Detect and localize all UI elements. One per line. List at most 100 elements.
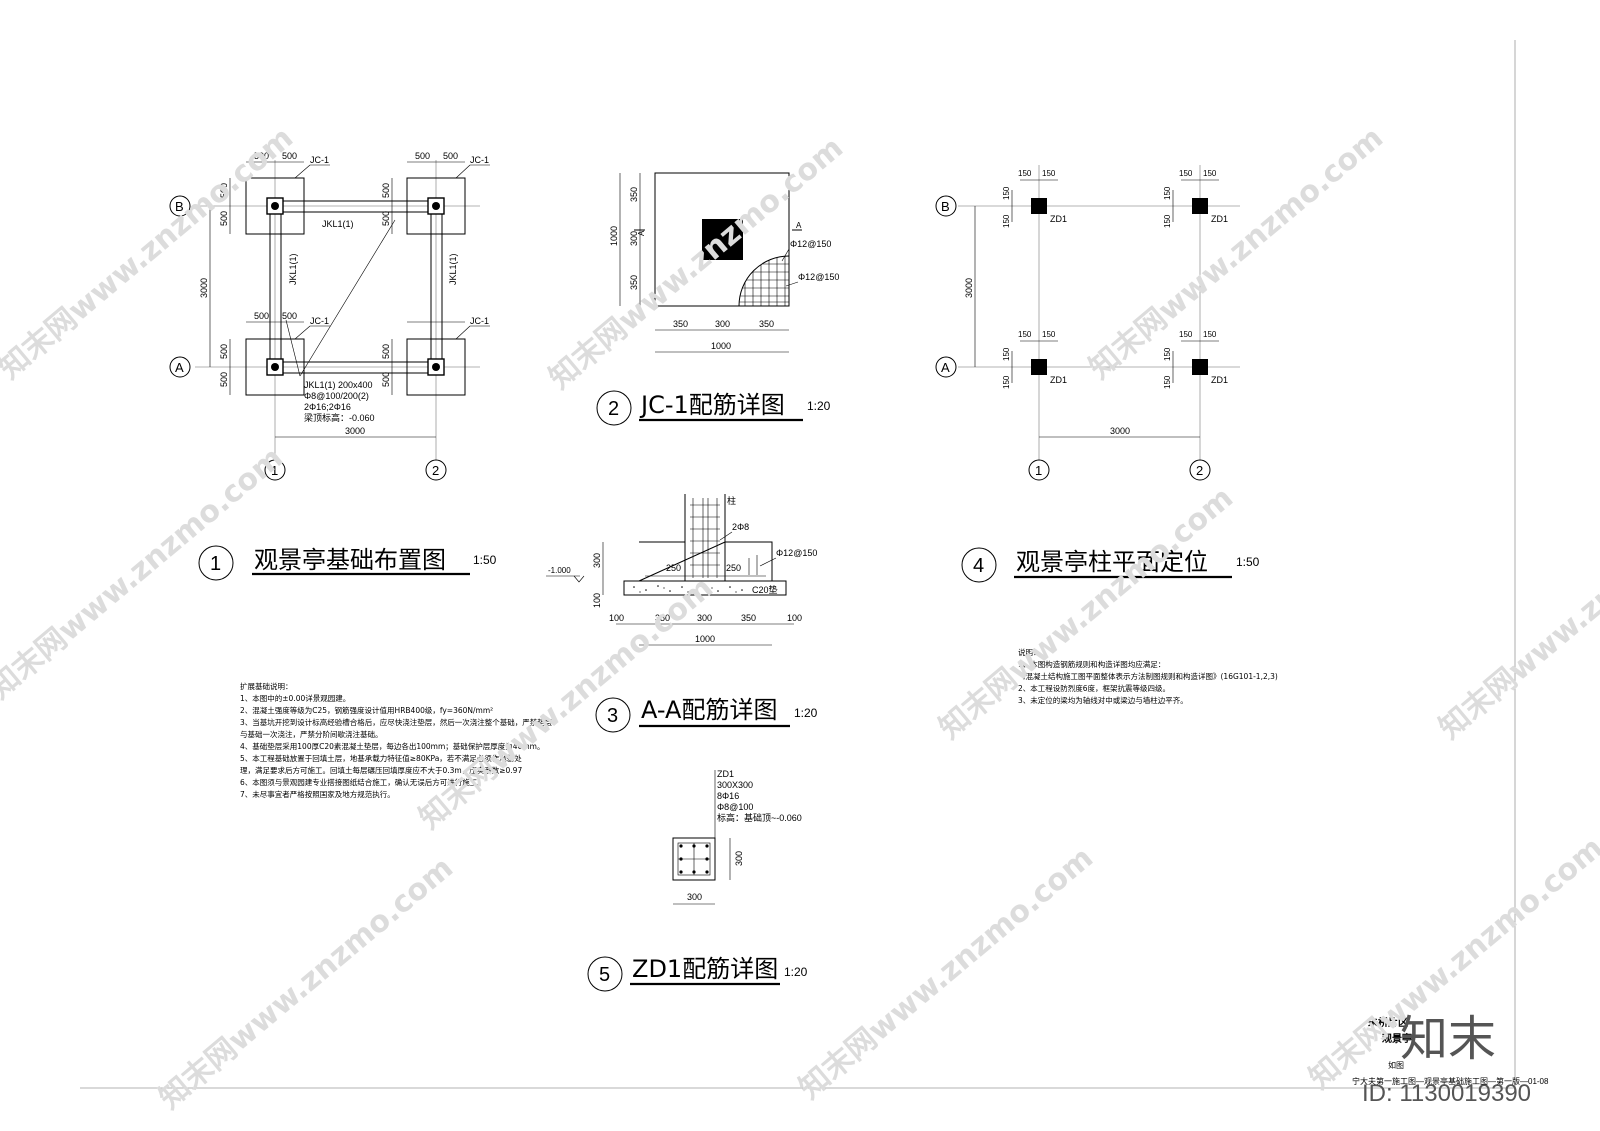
watermark-1: 知末网www.znzmo.com xyxy=(0,120,300,386)
title-3-scale: 1:20 xyxy=(794,706,818,720)
zd1-dim-v: 300 xyxy=(734,851,744,866)
title-2-num: 2 xyxy=(608,398,619,420)
aa-concrete: C20垫 xyxy=(752,584,778,595)
cp-dim-4: 150 xyxy=(1203,169,1217,178)
beam-1 xyxy=(269,205,282,368)
notes-foundation: 扩展基础说明： 1、本图中的±0.00详景观园建。 2、混凝土强度等级为C25，… xyxy=(240,681,553,799)
title-5-scale: 1:20 xyxy=(784,965,808,979)
cp-dim-s4: 150 xyxy=(1163,214,1172,228)
aa-rebar-label: Φ12@150 xyxy=(776,548,817,558)
jc1-dim-h1: 350 xyxy=(673,319,688,329)
title-1-circle xyxy=(198,545,234,581)
zd1-spec-4: Φ8@100 xyxy=(717,802,753,812)
title-4-circle xyxy=(961,547,997,583)
jc1-detail: Φ12@150 Φ12@150 A A 350 300 350 1000 350… xyxy=(596,172,839,426)
label-zd1-a1: ZD1 xyxy=(1050,375,1067,385)
beam-spec-4: 梁顶标高：-0.060 xyxy=(304,412,375,423)
axis-1-cp: 1 xyxy=(1035,463,1042,478)
title-1: 观景亭基础布置图 xyxy=(254,546,446,574)
aa-dim-h3: 300 xyxy=(697,613,712,623)
axis-b-fp: B xyxy=(175,199,184,214)
note-c-3: 2、本工程设防烈度6度，框架抗震等级四级。 xyxy=(1018,683,1170,693)
zd1-spec-1: ZD1 xyxy=(717,769,734,779)
cp-dim-7: 150 xyxy=(1179,330,1193,339)
beam-spec-1: JKL1(1) 200x400 xyxy=(304,380,373,390)
jc1-dim-v1: 350 xyxy=(629,187,639,202)
jc1-sec-mark-r: A xyxy=(796,221,802,230)
title-5-circle xyxy=(587,956,623,992)
label-beam-right: JKL1(1) xyxy=(448,253,458,285)
note-c-4: 3、未定位的梁均为轴线对中或梁边与墙柱边平齐。 xyxy=(1018,695,1188,705)
foundation-plan: 500 500 500 500 500 500 500 500 500 500 … xyxy=(169,151,497,581)
label-zd1-b1: ZD1 xyxy=(1050,214,1067,224)
title-3: A-A配筋详图 xyxy=(641,696,777,724)
aa-offset-1: 250 xyxy=(666,563,681,573)
title-4: 观景亭柱平面定位 xyxy=(1016,548,1208,576)
aa-offset-2: 250 xyxy=(726,563,741,573)
dim-fp-span-h: 3000 xyxy=(345,426,365,436)
brand-logo: 知末 xyxy=(1400,1011,1496,1067)
title-4-scale: 1:50 xyxy=(1236,555,1260,569)
title-block-project: 朱桥片区 xyxy=(1368,1016,1408,1029)
dim-fp-s1: 500 xyxy=(219,183,229,198)
beam-b xyxy=(274,200,437,213)
column-b1 xyxy=(1031,198,1047,214)
dim-fp-s3: 500 xyxy=(219,344,229,359)
dim-fp-s2: 500 xyxy=(219,211,229,226)
zd1-dim-h: 300 xyxy=(687,892,702,902)
axis-a-fp: A xyxy=(175,360,184,375)
axis-1-fp: 1 xyxy=(271,463,278,478)
note-f-6: 5、本工程基础放置于回填土层，地基承载力特征值≥80KPa，若不满足必须作地基处 xyxy=(240,753,522,763)
column-a1 xyxy=(1031,359,1047,375)
aa-col-label: 柱 xyxy=(727,495,736,506)
note-c-0: 说明： xyxy=(1018,647,1041,657)
jc1-sec-mark-l: A xyxy=(637,230,646,236)
note-f-9: 7、未尽事宜者严格按照国家及地方规范执行。 xyxy=(240,789,395,799)
title-2-circle xyxy=(596,390,632,426)
title-3-circle xyxy=(595,697,631,733)
dim-fp-s7: 500 xyxy=(381,344,391,359)
watermark-8: 知末网www.znzmo.com xyxy=(793,840,1100,1106)
axis-b-cp: B xyxy=(941,199,950,214)
dim-fp-s5: 500 xyxy=(381,183,391,198)
column-b2 xyxy=(1192,198,1208,214)
jc1-rebar-1: Φ12@150 xyxy=(790,239,831,249)
cp-dim-s5: 150 xyxy=(1002,347,1011,361)
label-zd1-b2: ZD1 xyxy=(1211,214,1228,224)
cp-dim-s8: 150 xyxy=(1163,375,1172,389)
cp-dim-s1: 150 xyxy=(1002,186,1011,200)
watermark-3: 知末网www.znzmo.com xyxy=(1083,120,1390,386)
note-f-8: 6、本图须与景观园建专业搭接图纸结合施工，确认无误后方可进行施工。 xyxy=(240,777,485,787)
aa-bedding-hatch xyxy=(633,585,743,593)
dim-fp-t5: 500 xyxy=(254,311,269,321)
note-f-2: 2、混凝土强度等级为C25，钢筋强度设计值用HRB400级，fy=360N/mm… xyxy=(240,705,493,715)
aa-dim-total: 1000 xyxy=(695,634,715,644)
note-f-0: 扩展基础说明： xyxy=(240,681,293,691)
watermark-6: 知末网www.znzmo.com xyxy=(933,480,1240,746)
watermark-10: 知末网www.znzmo.com xyxy=(1433,480,1600,746)
jc1-dim-v3: 350 xyxy=(629,275,639,290)
jc1-dim-h2: 300 xyxy=(715,319,730,329)
title-5: ZD1配筋详图 xyxy=(632,955,778,983)
label-beam-left: JKL1(1) xyxy=(288,253,298,285)
zd1-spec-2: 300X300 xyxy=(717,780,753,790)
dim-fp-t4: 500 xyxy=(443,151,458,161)
title-4-num: 4 xyxy=(973,555,984,577)
label-zd1-a2: ZD1 xyxy=(1211,375,1228,385)
cp-dim-s2: 150 xyxy=(1002,214,1011,228)
watermark-4: 知末网www.znzmo.com xyxy=(0,440,290,706)
beam-spec-2: Φ8@100/200(2) xyxy=(304,391,369,401)
label-beam-top: JKL1(1) xyxy=(322,219,354,229)
jc1-dim-h3: 350 xyxy=(759,319,774,329)
cp-dim-5: 150 xyxy=(1018,330,1032,339)
title-3-num: 3 xyxy=(607,705,618,727)
beam-spec-3: 2Φ16;2Φ16 xyxy=(304,402,351,412)
note-c-1: 1、本图构造钢筋规则和构造详图均应满足： xyxy=(1018,659,1165,669)
zd1-detail: ZD1 300X300 8Φ16 Φ8@100 标高：基础顶~-0.060 30… xyxy=(587,769,808,992)
note-f-3: 3、当基坑开挖到设计标高经验槽合格后，应尽快浇注垫层，然后一次浇注整个基础，严禁… xyxy=(240,717,553,727)
cp-dim-3: 150 xyxy=(1179,169,1193,178)
title-1-scale: 1:50 xyxy=(473,553,497,567)
axis-2-cp: 2 xyxy=(1196,463,1203,478)
column-a2 xyxy=(1192,359,1208,375)
